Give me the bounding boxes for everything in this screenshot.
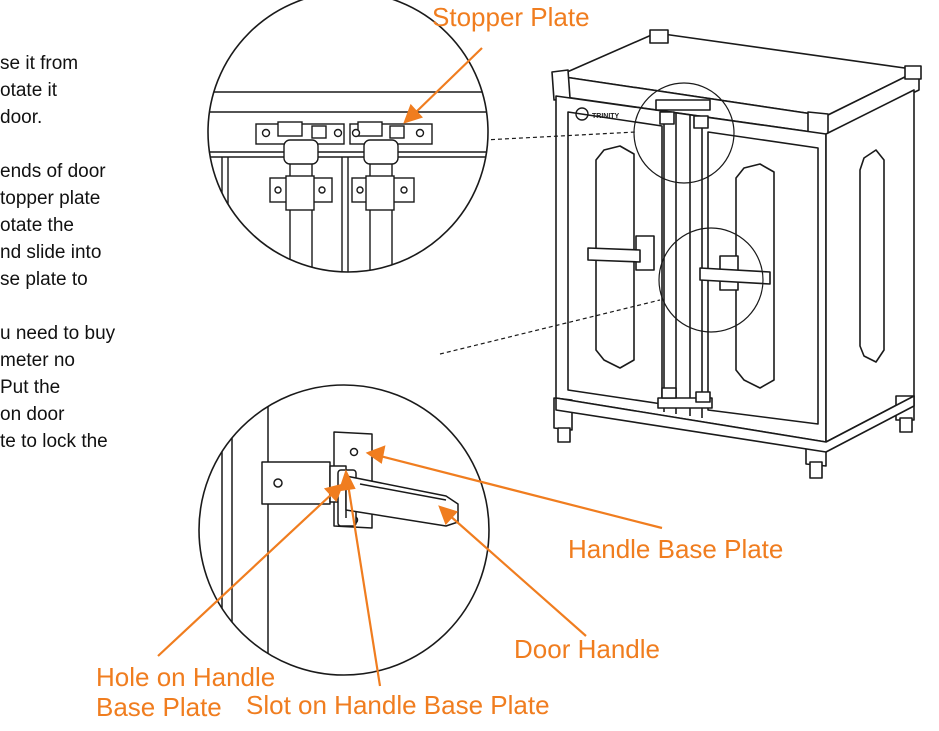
detail-marker-bottom <box>658 227 764 333</box>
label-handle-base-plate: Handle Base Plate <box>568 534 784 564</box>
corner-cap <box>649 29 669 44</box>
dashed-leader <box>439 299 661 355</box>
instruction-line: ends of door <box>0 161 106 182</box>
stopper-hardware <box>693 115 709 129</box>
stopper-hardware <box>657 397 713 409</box>
instruction-line: otate the <box>0 215 74 236</box>
door-handle-left <box>587 247 641 263</box>
instruction-line: te to lock the <box>0 431 108 452</box>
instruction-paragraph-3: u need to buy meter no Put the on door t… <box>0 320 175 455</box>
door-handle-right <box>699 267 771 285</box>
instruction-line: nd slide into <box>0 242 102 263</box>
instruction-line: on door <box>0 404 65 425</box>
instruction-paragraph-2: ends of door topper plate otate the nd s… <box>0 158 175 293</box>
zoom-detail-stopper <box>207 0 489 273</box>
callout-arrows <box>157 47 663 687</box>
instruction-line: Put the <box>0 377 61 398</box>
label-hole-on-handle-base-plate: Hole on Handle Base Plate <box>96 662 275 722</box>
instruction-line: topper plate <box>0 188 101 209</box>
stopper-hardware <box>695 391 711 403</box>
instruction-line: door. <box>0 107 43 128</box>
handle-base-plate-arrow <box>379 454 663 530</box>
cabinet-foot <box>899 417 913 433</box>
cabinet-foot <box>809 461 823 479</box>
cabinet-foot <box>557 427 571 443</box>
label-stopper-plate: Stopper Plate <box>432 2 590 32</box>
instruction-line: meter no <box>0 350 75 371</box>
detail-marker-top <box>633 82 735 184</box>
door-handle-arrow <box>447 513 587 637</box>
hole-on-handle-base-plate <box>349 447 359 457</box>
stopper-hardware <box>655 99 711 111</box>
window-slot <box>859 149 885 363</box>
stopper-hardware <box>661 387 677 399</box>
stopper-hardware <box>659 111 675 125</box>
stopper-plate-arrow <box>413 47 483 115</box>
cabinet-illustration <box>551 29 922 479</box>
slot-arrow <box>346 483 382 687</box>
label-slot-on-handle-base-plate: Slot on Handle Base Plate <box>246 690 550 720</box>
label-line: Base Plate <box>96 692 222 722</box>
dashed-leader <box>483 131 637 141</box>
instruction-line: otate it <box>0 80 58 101</box>
brand-logo-text: TRINITY <box>592 113 620 120</box>
instruction-line: se plate to <box>0 269 88 290</box>
instruction-text: se it from otate it door. ends of door t… <box>0 50 175 482</box>
cabinet-base-rail <box>555 395 915 453</box>
door-panel-right <box>707 131 819 425</box>
label-door-handle: Door Handle <box>514 634 660 664</box>
label-line: Hole on Handle <box>96 662 276 692</box>
corner-cap <box>551 69 571 101</box>
instruction-line: u need to buy <box>0 323 116 344</box>
brand-logo: TRINITY <box>575 107 620 121</box>
instruction-paragraph-1: se it from otate it door. <box>0 50 175 131</box>
instruction-line: se it from <box>0 53 79 74</box>
corner-cap <box>904 65 922 80</box>
hole-arrow <box>157 491 335 657</box>
zoom-detail-handle <box>198 384 490 676</box>
